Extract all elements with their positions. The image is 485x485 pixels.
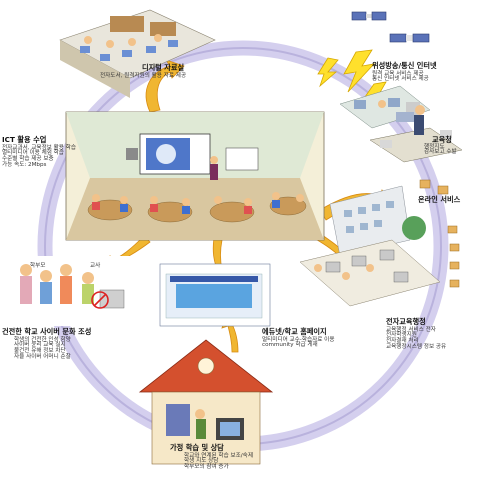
- node-cyber-culture: 건전한 학교 사이버 문화 조성 학생의 건전한 인성 함양 사이버 윤리 교육…: [2, 328, 91, 361]
- node-desc: 학교와 연계된 학습 보조/숙제: [184, 452, 253, 459]
- node-satellite-internet: 위성방송/통신 인터넷 원격 교육 서비스 제공 통신 인터넷 서비스 제공: [372, 62, 437, 83]
- node-desc: 전자교과서, 교육정보 활용 학습: [2, 144, 77, 151]
- node-title: 건전한 학교 사이버 문화 조성: [2, 327, 92, 336]
- node-desc: 전자도서, 원격지원의 활용 자료 제공: [100, 72, 187, 79]
- satellite-icon-2: [389, 33, 430, 43]
- node-desc: 통신 인터넷 서비스 제공: [372, 76, 429, 83]
- teacher-label: 교사: [90, 263, 101, 269]
- node-desc: community 학급 게재: [262, 342, 318, 349]
- label-parent: 학부모: [30, 254, 45, 271]
- node-desc: 교육행정 서비스 전자: [386, 326, 436, 333]
- node-desc: 멀티미디어 교수-학습자료 이용: [262, 336, 335, 343]
- node-desc: 행정지도: [424, 143, 445, 150]
- label-teacher: 교사: [90, 254, 100, 271]
- lightning-icon-3: [317, 57, 339, 88]
- node-desc: 수준별 학습 제공 보충: [2, 156, 54, 163]
- node-title: 가정 학습 및 상담: [170, 443, 224, 452]
- node-education-office: 교육청 행정지도 감사보고 수발: [424, 135, 457, 156]
- node-title: ICT 활용 수업: [2, 135, 47, 144]
- node-desc: 교육행정시스템 정보 공유: [386, 344, 447, 351]
- node-ict-class: ICT 활용 수업 전자교과서, 교육정보 활용 학습 멀티미디어 이용 체험 …: [2, 136, 76, 169]
- node-desc: 전자결재 처리: [386, 338, 419, 345]
- node-digital-library: 디지털 자료실 전자도서, 원격지원의 활용 자료 제공: [100, 63, 186, 79]
- node-desc: 원격 교육 서비스 제공: [372, 70, 424, 77]
- node-e-administration: 전자교육행정 교육행정 서비스 전자 전자학생지원 전자결재 처리 교육행정시스…: [386, 318, 446, 351]
- node-desc: 감사보고 수발: [424, 149, 457, 156]
- education-office-illustration: [369, 105, 463, 163]
- home-house-illustration: [138, 339, 274, 465]
- node-desc: 학생 지도 상담: [184, 458, 219, 465]
- node-title: 디지털 자료실: [141, 63, 185, 72]
- cyber-culture-illustration: [10, 256, 134, 326]
- e-admin-office-illustration: [299, 239, 441, 307]
- parent-label: 학부모: [30, 263, 46, 269]
- school-building-illustration: [329, 185, 426, 257]
- satellite-icon: [351, 11, 387, 21]
- arrow-ict-digital: [145, 59, 185, 113]
- digital-library-illustration: [59, 9, 216, 98]
- node-title: 위성방송/통신 인터넷: [372, 61, 437, 70]
- homepage-screenshot-illustration: [159, 263, 271, 327]
- node-desc: 학부모의 참여 증가: [184, 464, 229, 471]
- lightning-icon-1: [343, 49, 376, 93]
- node-online-service: 온라인 서비스: [418, 196, 460, 204]
- node-desc: 자율 사이버 어머니 순찰: [14, 354, 71, 361]
- node-desc: 불건전 유해 정보 차단: [14, 348, 66, 355]
- ict-classroom-illustration: [65, 111, 325, 241]
- node-title: 에듀넷/학교 홈페이지: [262, 327, 327, 336]
- online-service-icons: [419, 179, 460, 288]
- node-desc: 가능 속도: 2Mbps: [2, 162, 47, 169]
- node-desc: 전자학생지원: [386, 332, 417, 339]
- node-desc: 사이버 윤리 교육 실시: [14, 342, 66, 349]
- node-desc: 학생의 건전한 인성 함양: [14, 336, 71, 343]
- node-desc: 멀티미디어 이용 체험 학습: [2, 150, 64, 157]
- node-title: 전자교육행정: [386, 317, 426, 326]
- node-title: 온라인 서비스: [418, 195, 461, 204]
- node-title: 교육청: [432, 135, 452, 144]
- node-home-learning: 가정 학습 및 상담 학교와 연계된 학습 보조/숙제 학생 지도 상담 학부모…: [170, 444, 253, 471]
- node-homepage: 에듀넷/학교 홈페이지 멀티미디어 교수-학습자료 이용 community 학…: [262, 328, 334, 349]
